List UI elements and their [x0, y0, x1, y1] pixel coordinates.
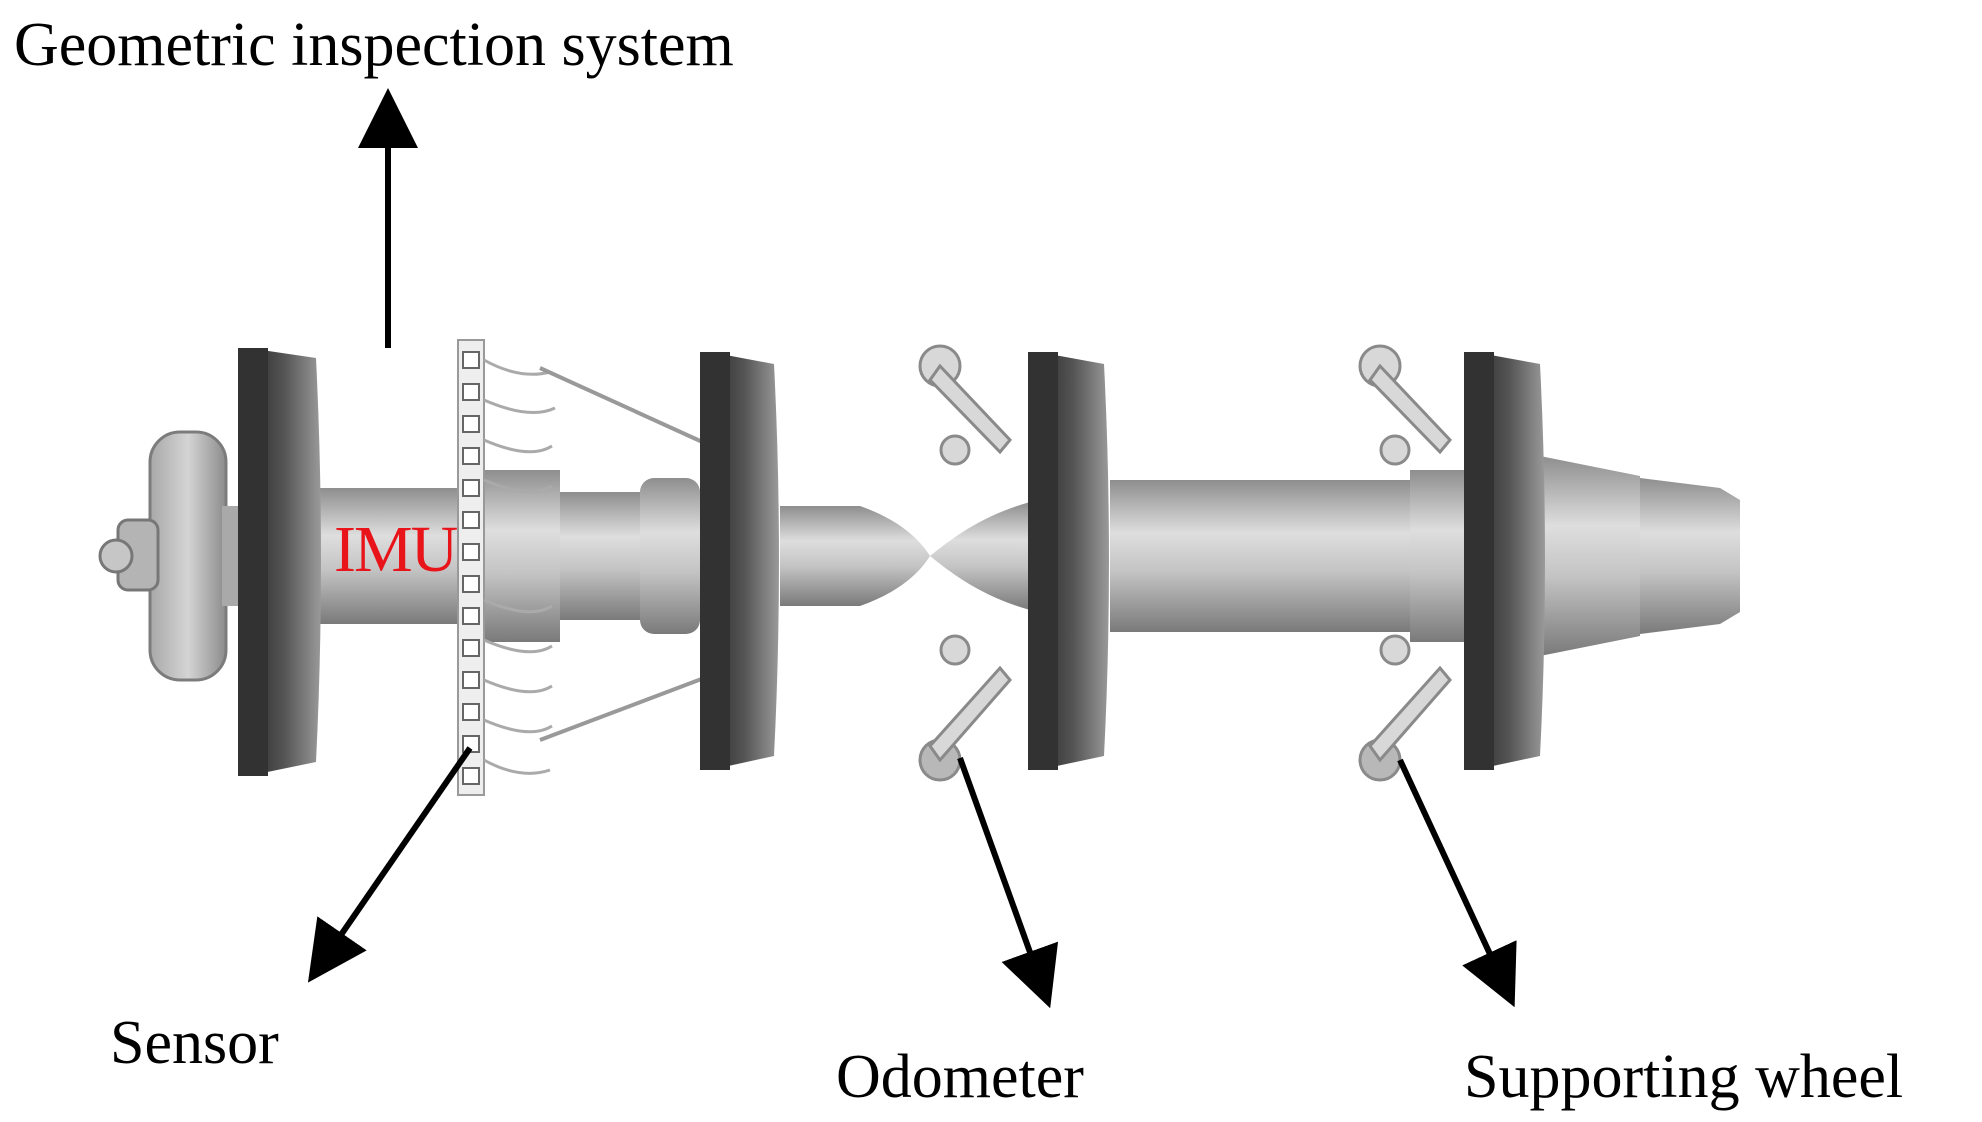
cup-1 — [238, 348, 321, 776]
arrow-sensor — [307, 746, 473, 983]
imu-label: IMU — [334, 513, 458, 586]
front-disc — [98, 430, 252, 682]
odometer-label: Odometer — [836, 1043, 1084, 1111]
odometer-arms — [918, 344, 1013, 782]
supporting-wheel-arms — [1358, 344, 1453, 782]
supporting-wheel-label: Supporting wheel — [1464, 1043, 1904, 1111]
geometric-inspection-system-label: Geometric inspection system — [14, 11, 734, 79]
sensor-label: Sensor — [110, 1009, 279, 1077]
sensor-ring — [457, 339, 721, 796]
cup-2 — [700, 352, 779, 770]
arrow-odometer — [957, 756, 1059, 1009]
cup-4 — [1464, 352, 1545, 770]
arrow-supporting-wheel — [1397, 758, 1517, 1008]
cup-3 — [1028, 352, 1109, 770]
